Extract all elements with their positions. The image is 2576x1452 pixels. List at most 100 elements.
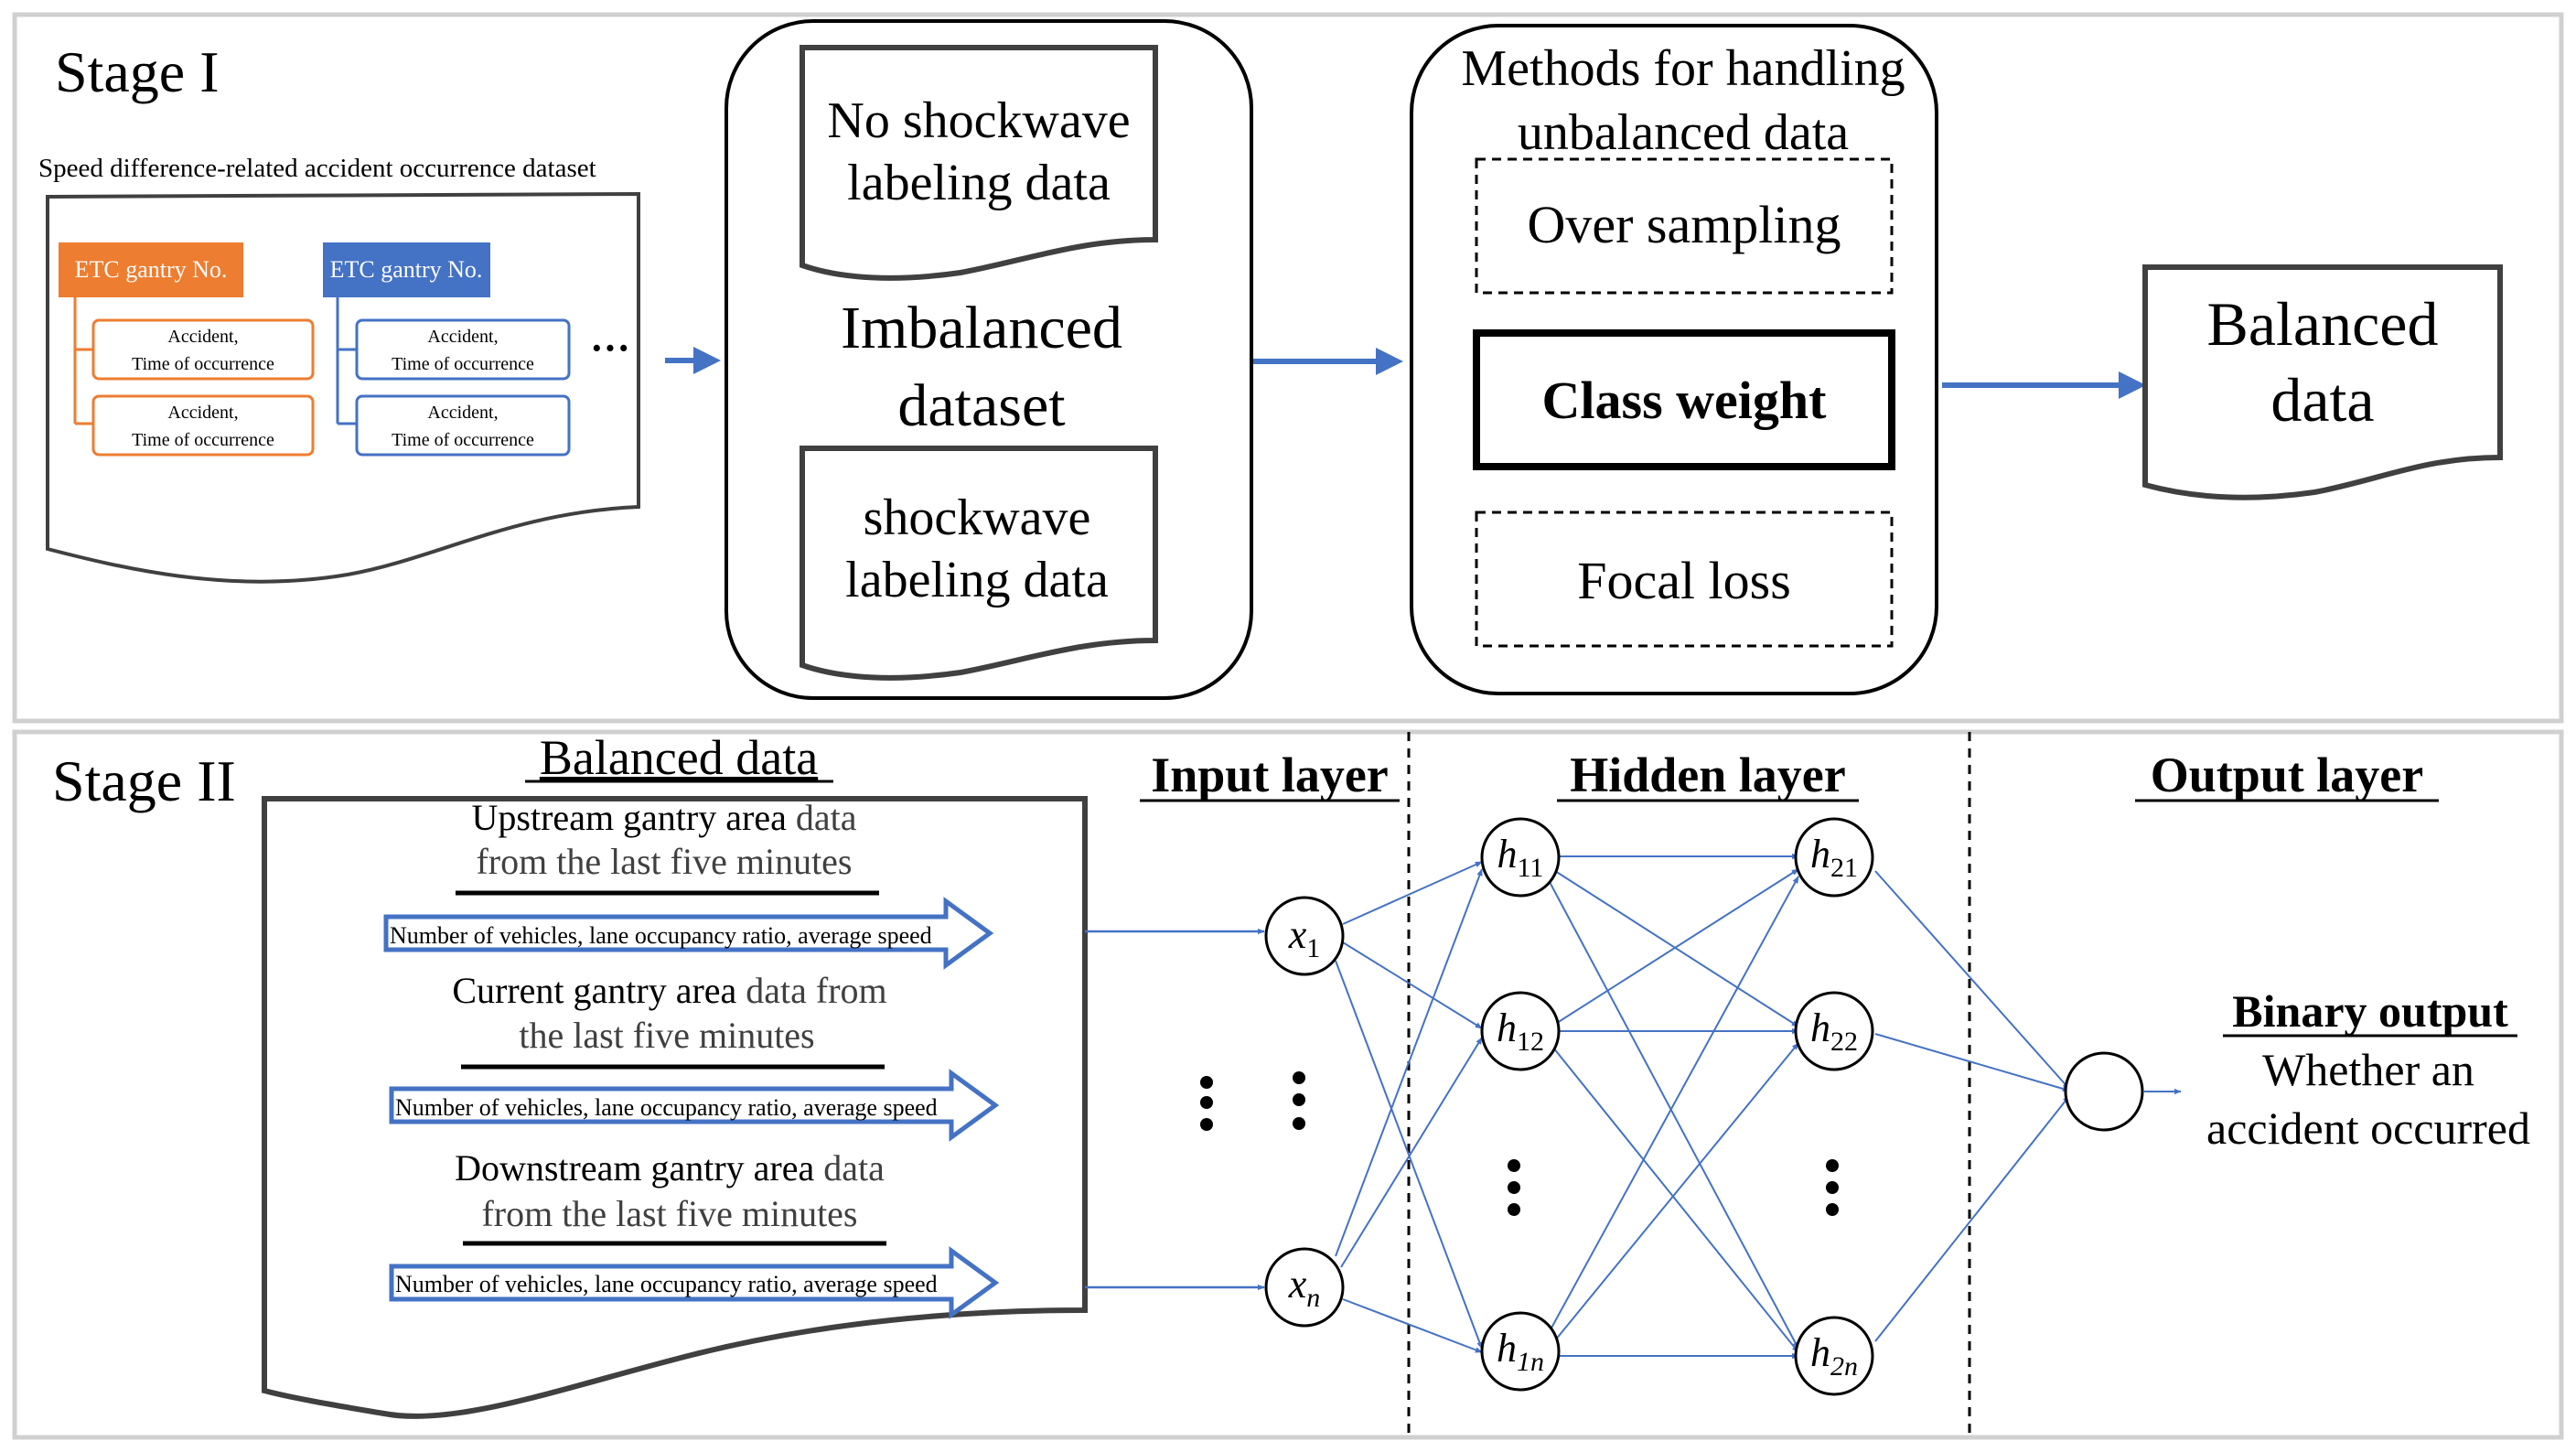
etc-gantry-text-b: ETC gantry No. <box>330 256 483 283</box>
input-ellipsis-dot <box>1293 1117 1305 1130</box>
edge-xn-h1n <box>1342 1298 1483 1353</box>
upstream-line1: Upstream gantry area data <box>472 797 857 838</box>
focal-loss-label: Focal loss <box>1577 551 1791 610</box>
hidden1-ellipsis-dot <box>1508 1181 1520 1194</box>
hidden-layer-heading: Hidden layer <box>1570 748 1846 802</box>
label-h21: h21 <box>1810 832 1858 883</box>
upstream-line1-main: Upstream gantry area <box>472 797 788 838</box>
label-x1-base: x <box>1288 912 1307 957</box>
downstream-features: Number of vehicles, lane occupancy ratio… <box>395 1271 938 1297</box>
no-shockwave-line2: labeling data <box>847 155 1111 211</box>
no-shockwave-document <box>800 45 1158 281</box>
node-output <box>2064 1051 2144 1132</box>
binary-output-line1: Whether an <box>2262 1044 2474 1095</box>
hidden2-ellipsis-dot <box>1826 1203 1839 1216</box>
downstream-line1-rest: data <box>814 1147 885 1188</box>
upstream-feature-arrow <box>383 897 994 970</box>
shockwave-document <box>800 446 1158 681</box>
accident-record-a2-line2: Time of occurrence <box>132 430 274 450</box>
label-h2n: h2n <box>1810 1330 1858 1382</box>
downstream-line2: from the last five minutes <box>481 1193 857 1234</box>
accident-record-b1-line1: Accident, <box>427 327 498 347</box>
hidden2-ellipsis-dot <box>1826 1181 1839 1194</box>
current-feature-arrow <box>389 1069 1000 1142</box>
node-h21 <box>1794 817 1874 898</box>
accident-record-a2 <box>91 394 315 457</box>
hidden2-ellipsis-dot <box>1826 1159 1839 1172</box>
accident-record-a2-line1: Accident, <box>167 403 238 423</box>
accident-record-b2-line1: Accident, <box>427 403 498 423</box>
node-h11 <box>1480 817 1561 898</box>
current-features: Number of vehicles, lane occupancy ratio… <box>395 1094 938 1121</box>
balanced-data-document <box>2142 264 2503 500</box>
edge-h11-h22 <box>1554 870 1799 1027</box>
etc-gantry-label-b <box>323 242 490 297</box>
edge-h1n-h22 <box>1554 1042 1799 1341</box>
binary-output-title: Binary output <box>2232 985 2508 1037</box>
class-weight-label: Class weight <box>1542 371 1828 430</box>
gantry-b-tree-lines <box>336 297 357 425</box>
methods-title-line2: unbalanced data <box>1518 104 1849 161</box>
class-weight-box <box>1473 329 1895 470</box>
edge-x1-h11 <box>1342 861 1483 925</box>
hidden1-ellipsis-dot <box>1508 1203 1520 1216</box>
label-h1n-base: h <box>1497 1326 1517 1371</box>
accident-record-b1-line2: Time of occurrence <box>392 354 534 374</box>
label-h11-sub: 11 <box>1518 853 1544 883</box>
imbalanced-title-line1: Imbalanced <box>841 295 1122 361</box>
input-ellipsis-dot <box>1293 1093 1305 1106</box>
hidden1-ellipsis-dot <box>1508 1159 1520 1172</box>
dataset-caption: Speed difference-related accident occurr… <box>38 154 596 183</box>
neural-nodes <box>1264 817 2144 1396</box>
label-h22-sub: 22 <box>1830 1027 1858 1057</box>
etc-gantry-text-a: ETC gantry No. <box>75 256 228 283</box>
more-gantries-ellipsis: ··· <box>590 326 630 371</box>
label-h12: h12 <box>1497 1006 1544 1057</box>
balanced-data-line1: Balanced <box>2207 289 2439 359</box>
node-h2n <box>1794 1316 1874 1396</box>
node-xn <box>1264 1247 1345 1328</box>
label-h1n-sub: 1n <box>1517 1347 1544 1377</box>
etc-gantry-label-a <box>59 242 243 297</box>
input-ellipsis-dot <box>1293 1071 1305 1084</box>
balanced-data-heading: Balanced data <box>540 730 818 785</box>
edge-x1-h1n <box>1335 960 1483 1350</box>
accident-record-a1 <box>91 318 315 381</box>
edge-xn-h12 <box>1340 1037 1483 1268</box>
label-h21-sub: 21 <box>1830 853 1858 883</box>
node-h12 <box>1480 991 1561 1071</box>
label-h12-base: h <box>1497 1006 1517 1050</box>
upstream-line2: from the last five minutes <box>476 841 852 882</box>
shockwave-line2: labeling data <box>845 552 1109 608</box>
edge-h12-h21 <box>1556 868 1799 1024</box>
hidden1-vertical-ellipsis <box>1508 1159 1520 1216</box>
gantry-a-tree-lines <box>73 297 93 425</box>
label-h11: h11 <box>1497 832 1544 883</box>
accident-record-b1 <box>355 318 571 381</box>
network-connections <box>1335 853 2182 1360</box>
output-layer-heading: Output layer <box>2151 748 2424 802</box>
input-vertical-ellipsis <box>1200 1071 1305 1131</box>
edge-h11-h2n <box>1549 881 1799 1350</box>
node-h1n <box>1480 1311 1561 1392</box>
label-h2n-base: h <box>1810 1330 1830 1375</box>
current-line1-main: Current gantry area <box>452 970 736 1011</box>
methods-title-line1: Methods for handling <box>1461 40 1905 97</box>
label-xn-sub: n <box>1306 1283 1320 1313</box>
edge-xn-h11 <box>1335 868 1483 1257</box>
over-sampling-label: Over sampling <box>1527 195 1841 254</box>
accident-record-b2 <box>355 394 571 457</box>
label-h1n: h1n <box>1497 1326 1544 1377</box>
edge-h22-output <box>1874 1033 2070 1092</box>
edge-h12-h2n <box>1552 1047 1799 1353</box>
current-line2: the last five minutes <box>519 1015 814 1056</box>
label-x1: x1 <box>1288 912 1321 963</box>
label-h11-base: h <box>1497 832 1518 877</box>
input-ellipsis-dot <box>1200 1076 1213 1089</box>
upstream-line1-rest: data <box>787 797 857 838</box>
label-h21-base: h <box>1810 832 1830 877</box>
balanced-data-line2: data <box>2270 365 2374 435</box>
node-x1 <box>1264 896 1345 976</box>
input-ellipsis-dot <box>1200 1096 1213 1109</box>
